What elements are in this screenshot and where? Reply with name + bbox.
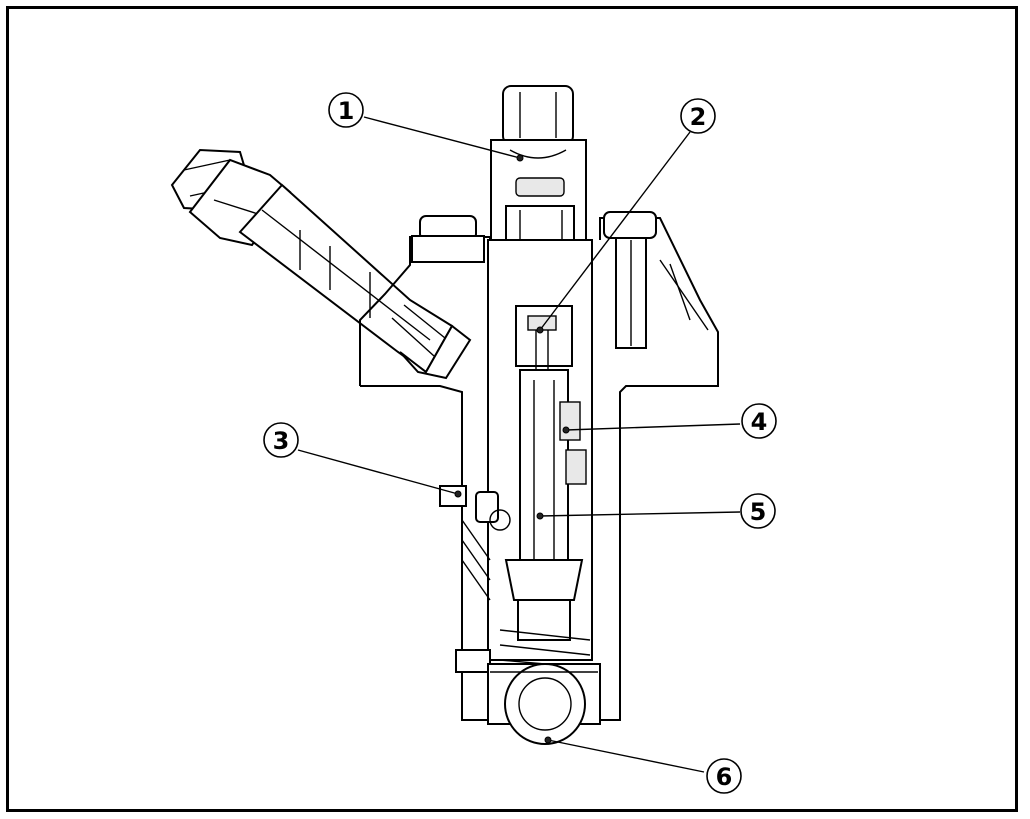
- roller-tappet: [487, 663, 601, 745]
- inclined-fitting: [170, 148, 472, 380]
- leader-3: [297, 449, 459, 495]
- leader-4: [565, 423, 741, 431]
- leader-1: [363, 116, 521, 159]
- callout-5-label: 5: [750, 498, 767, 526]
- callout-6: 6: [706, 758, 742, 794]
- leader-5: [539, 511, 741, 517]
- callout-3-label: 3: [273, 427, 290, 455]
- callout-2-label: 2: [690, 103, 707, 131]
- callout-2: 2: [680, 98, 716, 134]
- callout-4: 4: [741, 403, 777, 439]
- callout-5: 5: [740, 493, 776, 529]
- callout-3: 3: [263, 422, 299, 458]
- callout-4-label: 4: [751, 408, 768, 436]
- callout-1: 1: [328, 92, 364, 128]
- callout-6-label: 6: [716, 763, 733, 791]
- leader-6: [547, 739, 705, 773]
- leader-2: [539, 131, 691, 331]
- plunger-assembly: [439, 239, 593, 673]
- leader-lines: [297, 116, 741, 773]
- callout-1-label: 1: [338, 97, 355, 125]
- pump-housing: [359, 211, 719, 721]
